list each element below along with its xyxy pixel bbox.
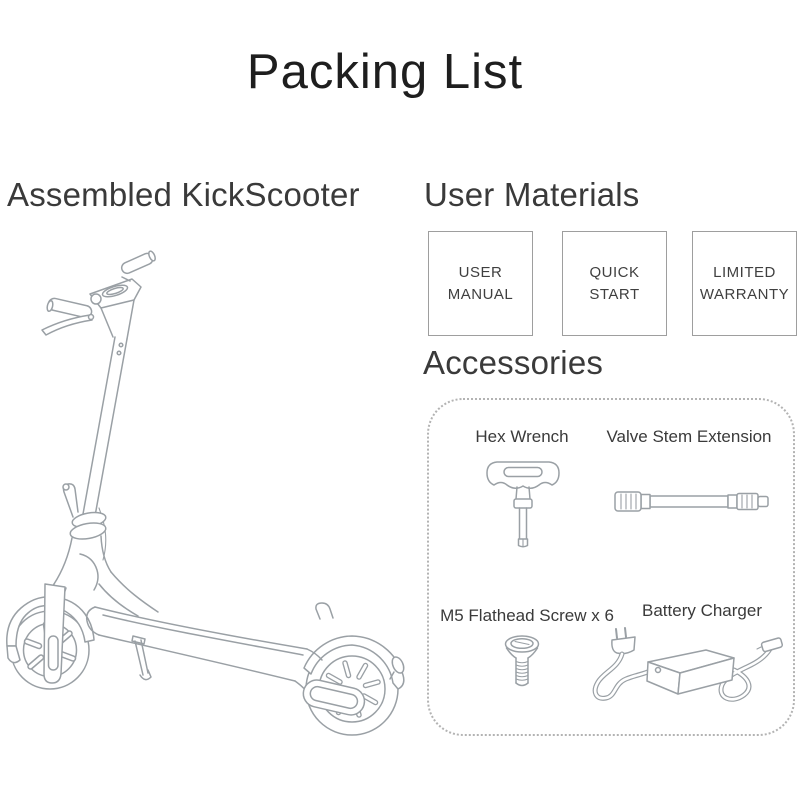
limited-warranty-label: LIMITED WARRANTY: [700, 262, 789, 306]
valve-stem-extension-label: Valve Stem Extension: [606, 427, 772, 446]
battery-charger-label: Battery Charger: [642, 601, 762, 620]
m5-flathead-screw-icon: [504, 635, 540, 687]
user-manual-label: USER MANUAL: [448, 262, 514, 306]
hex-wrench-icon: [486, 461, 560, 548]
assembled-kickscooter-heading: Assembled KickScooter: [7, 176, 360, 213]
accessories-heading: Accessories: [423, 344, 604, 381]
quick-start-card: QUICK START: [562, 231, 667, 336]
user-manual-label-line2: MANUAL: [447, 285, 514, 303]
quick-start-label-line1: QUICK: [589, 263, 640, 281]
limited-warranty-label-line2: WARRANTY: [699, 285, 790, 303]
battery-charger-icon: [592, 627, 784, 702]
quick-start-label: QUICK START: [589, 262, 639, 306]
limited-warranty-label-line1: LIMITED: [713, 263, 776, 281]
accessories-box: Hex Wrench Valve Stem Extension: [427, 398, 795, 736]
hex-wrench-label: Hex Wrench: [475, 427, 569, 446]
kickscooter-illustration: [6, 250, 405, 736]
m5-flathead-screw-label: M5 Flathead Screw x 6: [440, 606, 614, 625]
user-manual-label-line1: USER: [458, 263, 503, 281]
user-manual-card: USER MANUAL: [428, 231, 533, 336]
user-materials-heading: User Materials: [424, 176, 640, 213]
quick-start-label-line2: START: [589, 285, 640, 303]
valve-stem-extension-icon: [614, 491, 769, 512]
limited-warranty-card: LIMITED WARRANTY: [692, 231, 797, 336]
page-title: Packing List: [246, 45, 524, 99]
